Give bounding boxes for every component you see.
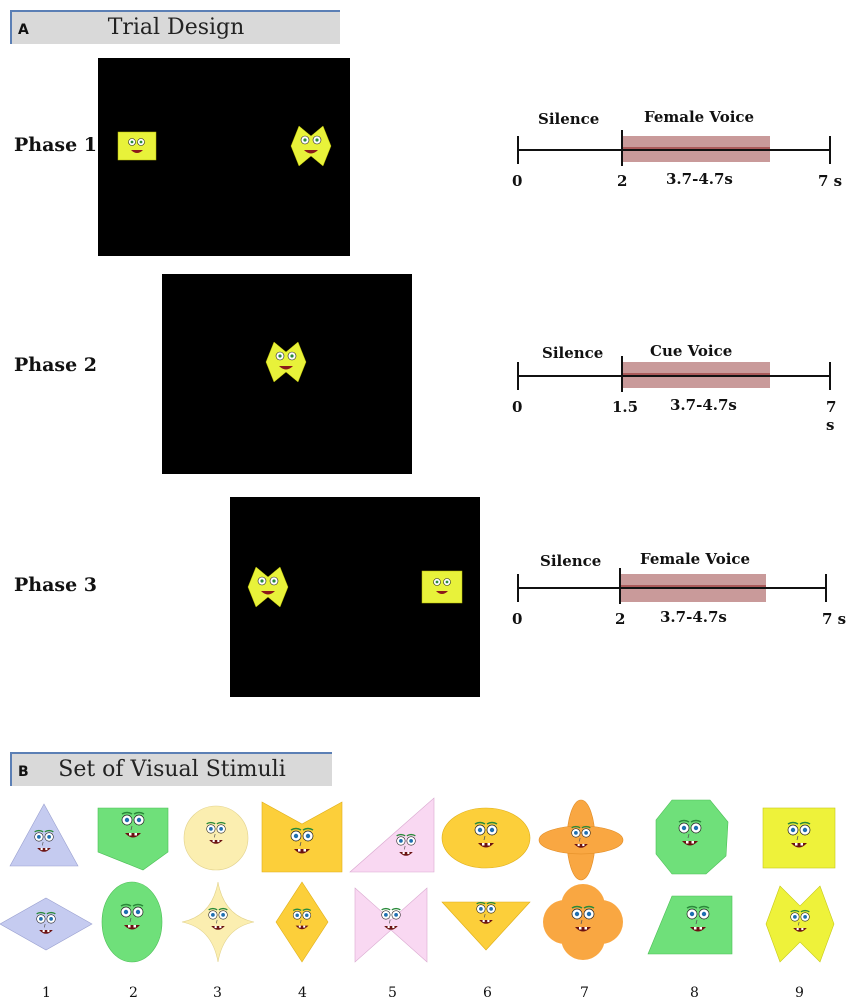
phase-2-screen [162, 274, 412, 474]
phase-3-tick-end: 7 s [822, 610, 847, 628]
phase-3-silence-label: Silence [540, 552, 602, 570]
phase-2-voice-label: Cue Voice [650, 342, 733, 360]
phase-3-tick-0: 0 [512, 610, 523, 628]
stimulus-number-4: 4 [298, 985, 307, 1001]
phase-1-screen [98, 58, 350, 256]
phase-1-tick-onset: 2 [617, 172, 628, 190]
stimulus-number-8: 8 [690, 985, 699, 1001]
phase-2-tick-end: 7 s [826, 398, 837, 434]
stimulus-9b [765, 885, 835, 963]
stimulus-3b [181, 881, 255, 963]
phase-1-screen-canvas [117, 125, 332, 167]
panel-a-title: Trial Design [107, 15, 245, 40]
phase-2-label: Phase 2 [14, 354, 98, 376]
stimulus-3a [183, 805, 249, 871]
stimulus-1a [9, 803, 79, 867]
stimulus-7a [538, 799, 624, 881]
stimulus-1b [0, 897, 93, 951]
phase-2-silence-label: Silence [542, 344, 604, 362]
stimulus-6b [441, 901, 531, 951]
phase-3-timeline-axis [517, 568, 827, 604]
panel-a-letter: A [18, 22, 29, 38]
phase-3-timeline: Silence Female Voice 0 2 3.7-4.7s 7 s [500, 536, 850, 646]
stimulus-5b [354, 887, 428, 963]
phase-1-voice-label: Female Voice [644, 108, 755, 126]
phase-1-silence-label: Silence [538, 110, 600, 128]
stimulus-number-9: 9 [795, 985, 804, 1001]
panel-b-letter: B [18, 764, 29, 780]
phase-3-duration: 3.7-4.7s [660, 608, 727, 626]
phase-1-timeline-axis [517, 130, 831, 166]
phase-1-tick-end: 7 s [818, 172, 843, 190]
stimulus-numbers: 1 2 3 4 5 6 7 8 9 [0, 985, 851, 1005]
phase-2-duration: 3.7-4.7s [670, 396, 737, 414]
square-face-icon [421, 570, 463, 604]
stimulus-number-6: 6 [483, 985, 492, 1001]
stimulus-8b [647, 895, 733, 955]
panel-b-title: Set of Visual Stimuli [58, 757, 286, 782]
stimulus-5a [349, 797, 435, 873]
stimulus-9a [762, 807, 836, 869]
stimulus-number-5: 5 [388, 985, 397, 1001]
square-face-icon [117, 131, 157, 161]
phase-1-timeline: Silence Female Voice 0 2 3.7-4.7s 7 s [500, 100, 850, 210]
panel-a-header: A Trial Design [10, 10, 340, 44]
stimulus-number-1: 1 [42, 985, 51, 1001]
stimulus-7b [543, 884, 623, 960]
stimulus-2b [101, 881, 163, 963]
phase-2-tick-onset: 1.5 [612, 398, 639, 416]
phase-1-tick-0: 0 [512, 172, 523, 190]
phase-1-duration: 3.7-4.7s [666, 170, 733, 188]
phase-1-label: Phase 1 [14, 134, 98, 156]
bowtie-face-icon [290, 125, 332, 167]
phase-3-label: Phase 3 [14, 574, 98, 596]
stimulus-number-3: 3 [213, 985, 222, 1001]
stimuli-grid [0, 797, 836, 963]
stimulus-4a [261, 801, 343, 873]
stimulus-2a [97, 807, 169, 871]
stimulus-6a [441, 807, 531, 869]
panel-b-header: B Set of Visual Stimuli [10, 752, 332, 786]
bowtie-face-icon [247, 566, 289, 608]
phase-2-timeline: Silence Cue Voice 0 1.5 3.7-4.7s 7 s [500, 326, 850, 436]
stimulus-number-2: 2 [129, 985, 138, 1001]
phase-3-screen-canvas [247, 566, 463, 608]
phase-2-tick-0: 0 [512, 398, 523, 416]
stimulus-number-7: 7 [580, 985, 589, 1001]
phase-3-voice-label: Female Voice [640, 550, 751, 568]
phase-2-screen-canvas [265, 341, 307, 383]
stimulus-4b [275, 881, 329, 963]
stimulus-8a [655, 799, 729, 875]
bowtie-face-icon [265, 341, 307, 383]
phase-3-screen [230, 497, 480, 697]
phase-3-tick-onset: 2 [615, 610, 626, 628]
phase-2-timeline-axis [517, 356, 831, 392]
